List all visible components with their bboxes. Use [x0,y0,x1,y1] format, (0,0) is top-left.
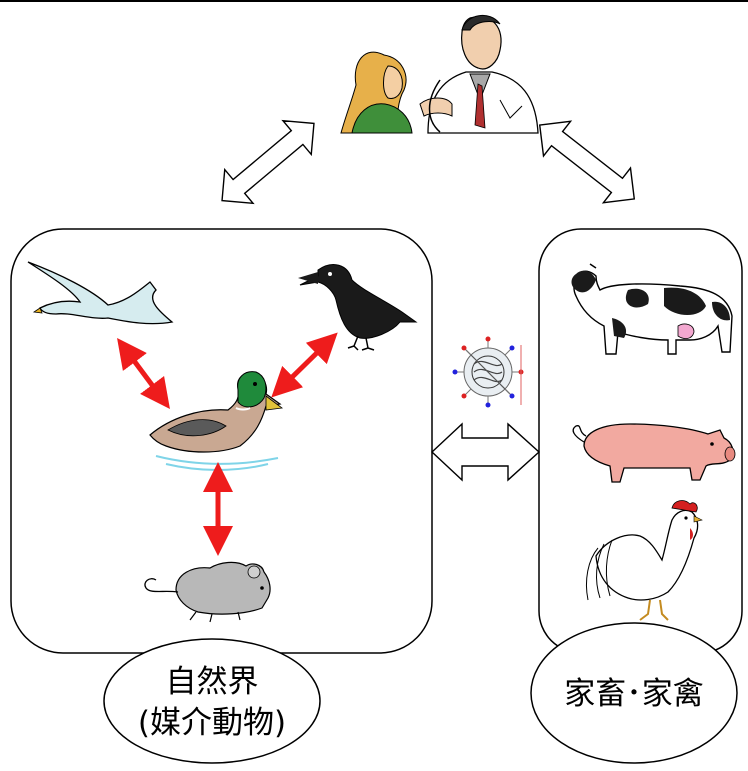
middle-double-arrow [432,424,539,480]
right-top-double-arrow [526,108,648,217]
nature-label-ellipse [104,639,320,763]
nature-label-line2: (媒介動物) [138,705,286,741]
doctor-patient-icon [341,15,538,133]
livestock-label: 家畜･家禽 [564,676,704,712]
virus-icon [453,337,524,408]
nature-label-line1: 自然界 [166,664,259,700]
left-top-double-arrow [208,107,328,218]
